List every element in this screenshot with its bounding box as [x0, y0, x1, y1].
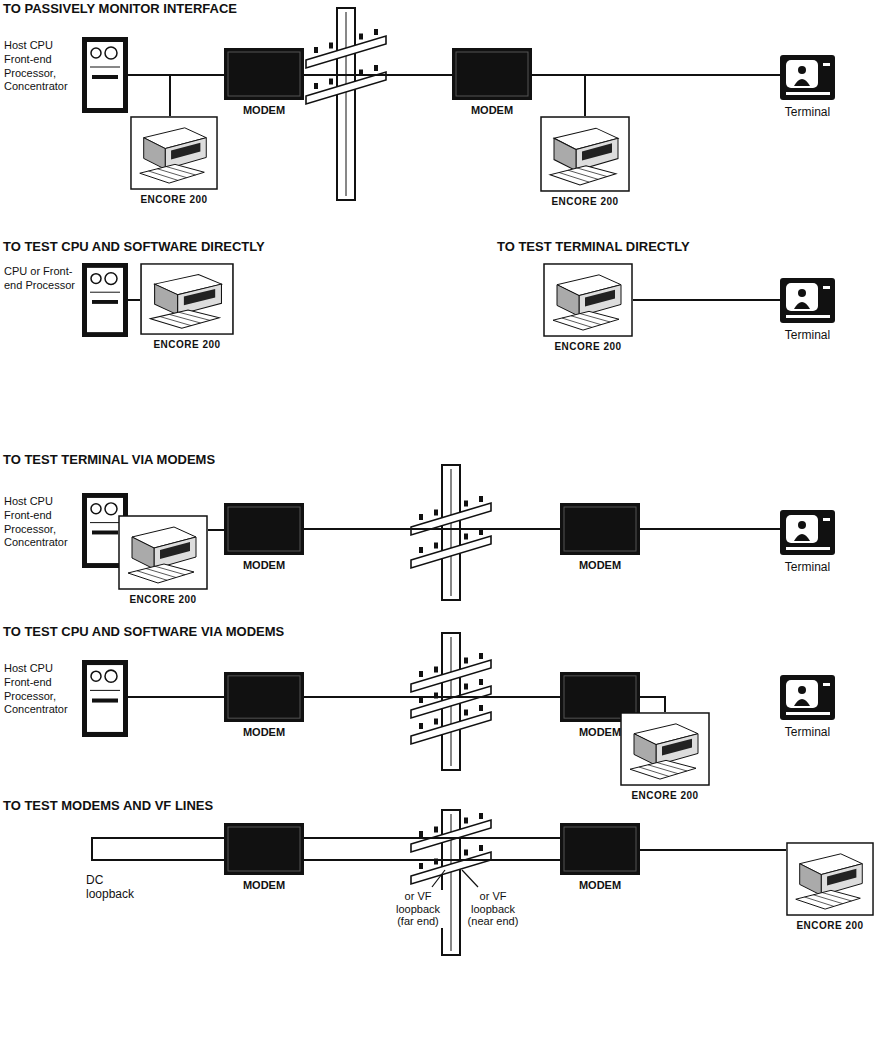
host-cpu: Host CPU Front-end Processor, Concentrat…: [82, 660, 128, 737]
line-connector: [640, 849, 786, 851]
terminal-box: Terminal: [780, 278, 835, 323]
node-label: Terminal: [785, 725, 830, 739]
node-label: CPU or Front-end Processor: [4, 265, 76, 293]
modem-box-art: [224, 503, 304, 555]
encore-200-tester-art: [543, 263, 633, 337]
terminal-box-art: [780, 278, 835, 323]
node-label: Host CPU Front-end Processor, Concentrat…: [4, 662, 76, 717]
line-connector: [304, 74, 452, 76]
encore-200-tester: ENCORE 200: [540, 116, 630, 192]
encore-200-tester: ENCORE 200: [786, 842, 874, 916]
terminal-box-art: [780, 55, 835, 100]
node-label: MODEM: [243, 879, 285, 891]
terminal-box: Terminal: [780, 55, 835, 100]
node-label: MODEM: [471, 104, 513, 116]
telephone-pole: [411, 465, 491, 600]
note-label: or VF loopback (far end): [390, 890, 446, 928]
terminal-box: Terminal: [780, 675, 835, 720]
host-cpu-art: [82, 37, 128, 113]
node-label: MODEM: [579, 559, 621, 571]
section-heading: TO TEST TERMINAL VIA MODEMS: [3, 453, 215, 468]
encore-200-tester: ENCORE 200: [620, 712, 710, 786]
modem-box: MODEM: [224, 503, 304, 555]
node-label: Host CPU Front-end Processor, Concentrat…: [4, 495, 76, 550]
line-connector: [304, 696, 560, 698]
modem-box: MODEM: [452, 48, 532, 100]
section-heading: TO TEST TERMINAL DIRECTLY: [497, 240, 690, 255]
telephone-pole: [411, 810, 491, 955]
modem-box: MODEM: [224, 823, 304, 875]
leader-line: [432, 870, 445, 887]
node-label: MODEM: [243, 726, 285, 738]
terminal-box: Terminal: [780, 510, 835, 555]
node-label: ENCORE 200: [153, 339, 220, 350]
node-label: ENCORE 200: [140, 194, 207, 205]
section-heading: TO TEST CPU AND SOFTWARE DIRECTLY: [3, 240, 265, 255]
encore-200-tester-art: [540, 116, 630, 192]
encore-200-tester-art: [130, 116, 218, 190]
modem-box: MODEM: [560, 823, 640, 875]
node-label: ENCORE 200: [631, 790, 698, 801]
node-label: ENCORE 200: [129, 594, 196, 605]
node-label: ENCORE 200: [551, 196, 618, 207]
modem-box: MODEM: [224, 48, 304, 100]
line-connector: [208, 529, 224, 531]
monitor-tap: [169, 75, 171, 116]
modem-box-art: [224, 823, 304, 875]
line-connector: [640, 697, 665, 712]
encore-200-tester-art: [786, 842, 874, 916]
line-connector: [532, 74, 780, 76]
line-connector: [128, 74, 224, 76]
modem-box: MODEM: [224, 672, 304, 722]
section-heading: TO TEST CPU AND SOFTWARE VIA MODEMS: [3, 625, 284, 640]
monitor-tap: [584, 75, 586, 116]
line-connector: [640, 528, 780, 530]
modem-box: MODEM: [560, 503, 640, 555]
host-cpu-art: [82, 660, 128, 737]
line-connector: [304, 528, 560, 530]
section-heading: TO PASSIVELY MONITOR INTERFACE: [3, 2, 237, 17]
line-connector: [633, 299, 780, 301]
note-label: DC loopback: [86, 874, 144, 902]
modem-box-art: [560, 823, 640, 875]
node-label: Terminal: [785, 560, 830, 574]
encore-200-tester: ENCORE 200: [130, 116, 218, 190]
node-label: MODEM: [579, 879, 621, 891]
encore-200-tester-art: [140, 263, 234, 335]
line-connector: [128, 696, 224, 698]
encore-200-tester: ENCORE 200: [118, 515, 208, 590]
line-connector: [128, 299, 140, 301]
node-label: MODEM: [579, 726, 621, 738]
host-cpu: CPU or Front-end Processor: [82, 263, 128, 337]
terminal-box-art: [780, 675, 835, 720]
node-label: Host CPU Front-end Processor, Concentrat…: [4, 39, 76, 94]
terminal-box-art: [780, 510, 835, 555]
line-connector: [304, 837, 560, 839]
host-cpu: Host CPU Front-end Processor, Concentrat…: [82, 37, 128, 113]
encore-200-tester-art: [620, 712, 710, 786]
dc-loopback-loop: [92, 838, 224, 860]
telephone-pole: [411, 633, 491, 770]
node-label: MODEM: [243, 104, 285, 116]
modem-box-art: [224, 672, 304, 722]
modem-box-art: [224, 48, 304, 100]
second-line-pair: [304, 859, 560, 861]
modem-box-art: [560, 503, 640, 555]
encore-200-tester: ENCORE 200: [543, 263, 633, 337]
note-label: or VF loopback (near end): [462, 890, 524, 928]
leader-line: [462, 870, 478, 887]
node-label: ENCORE 200: [796, 920, 863, 931]
section-heading: TO TEST MODEMS AND VF LINES: [3, 799, 213, 814]
host-cpu-art: [82, 263, 128, 337]
node-label: ENCORE 200: [554, 341, 621, 352]
modem-box-art: [452, 48, 532, 100]
node-label: MODEM: [243, 559, 285, 571]
encore-200-tester: ENCORE 200: [140, 263, 234, 335]
telephone-pole: [306, 8, 386, 200]
encore-200-tester-art: [118, 515, 208, 590]
node-label: Terminal: [785, 328, 830, 342]
node-label: Terminal: [785, 105, 830, 119]
